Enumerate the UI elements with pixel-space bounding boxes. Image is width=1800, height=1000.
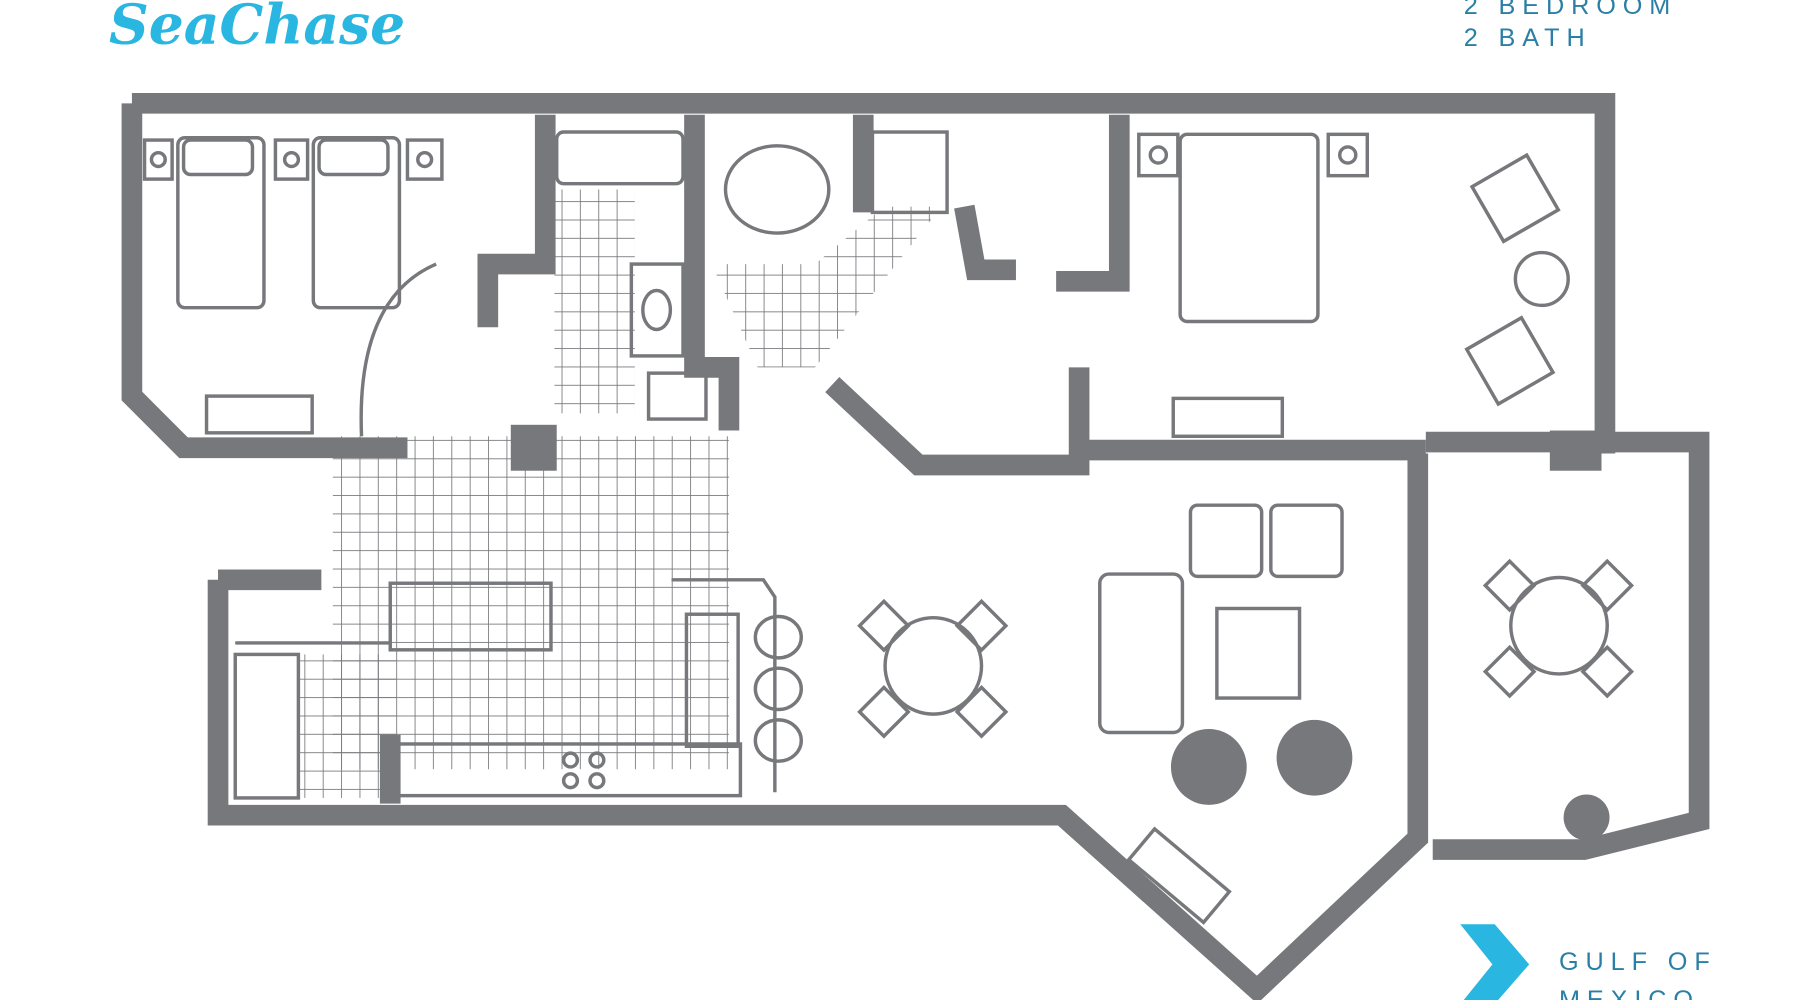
exterior-walls bbox=[121, 92, 1710, 1000]
kitchen bbox=[233, 578, 803, 800]
chevron-right-icon bbox=[1460, 924, 1530, 1000]
tiled-floors bbox=[298, 189, 942, 798]
master-bedroom-furniture bbox=[1137, 132, 1570, 439]
interior-walls bbox=[218, 114, 1602, 804]
bedroom-1-furniture bbox=[142, 136, 444, 437]
seachase-logo: SeaChase bbox=[109, 0, 405, 57]
bath-count: 2 BATH bbox=[1464, 24, 1592, 52]
dining-table bbox=[857, 598, 1009, 739]
balcony-table bbox=[1482, 558, 1635, 841]
living-room-furniture bbox=[1098, 503, 1353, 925]
bedroom-count: 2 BEDROOM bbox=[1464, 0, 1678, 20]
bathroom-fixtures bbox=[554, 130, 949, 421]
orientation-label-line1: GULF OF bbox=[1559, 948, 1717, 976]
orientation-label-line2: MEXICO bbox=[1559, 986, 1700, 1000]
